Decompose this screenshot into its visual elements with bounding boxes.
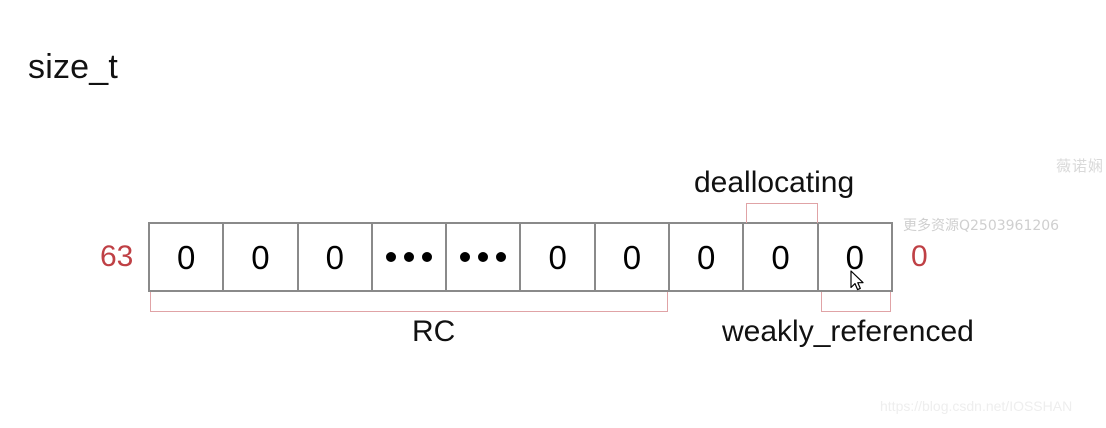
bit-cell-value: 0 <box>176 238 196 276</box>
watermark-url: https://blog.csdn.net/IOSSHAN <box>880 398 1073 414</box>
deallocating-bracket <box>746 203 818 223</box>
bit-cell-ellipsis <box>373 224 448 290</box>
bit-cell-value: 0 <box>251 238 270 276</box>
bit-cell-ellipsis <box>447 224 522 290</box>
bit-cell: 0 <box>150 224 225 290</box>
weakly-referenced-bracket <box>821 292 891 312</box>
bit-cell-value: 0 <box>548 238 567 276</box>
bit-index-right: 0 <box>911 240 928 273</box>
bit-cell: 0 <box>521 224 596 290</box>
rc-label: RC <box>412 315 456 348</box>
watermark-qq: 更多资源Q2503961206 <box>903 218 1060 234</box>
bit-cell: 0 <box>299 224 373 290</box>
page-title: size_t <box>28 48 119 86</box>
weakly-referenced-label: weakly_referenced <box>722 315 974 348</box>
bit-cell-weakly-referenced: 0 <box>819 224 891 290</box>
bit-cell-value: 0 <box>845 238 864 276</box>
bit-index-left: 63 <box>100 240 134 273</box>
bit-cell-deallocating: 0 <box>744 224 819 290</box>
bit-cell: 0 <box>224 224 299 290</box>
bit-cell-value: 0 <box>771 238 790 276</box>
ellipsis-icon <box>386 252 433 262</box>
bit-cell-value: 0 <box>697 238 716 276</box>
ellipsis-icon <box>460 252 507 262</box>
bit-cell: 0 <box>596 224 671 290</box>
bit-cell: 0 <box>670 224 745 290</box>
rc-bracket <box>150 292 668 312</box>
bit-cell-value: 0 <box>325 238 344 276</box>
bitfield-box: 0 0 0 0 0 0 0 0 <box>148 222 893 292</box>
watermark-name: 薇诺娴 <box>1055 157 1104 175</box>
bit-cell-value: 0 <box>622 238 642 276</box>
deallocating-label: deallocating <box>694 166 855 199</box>
